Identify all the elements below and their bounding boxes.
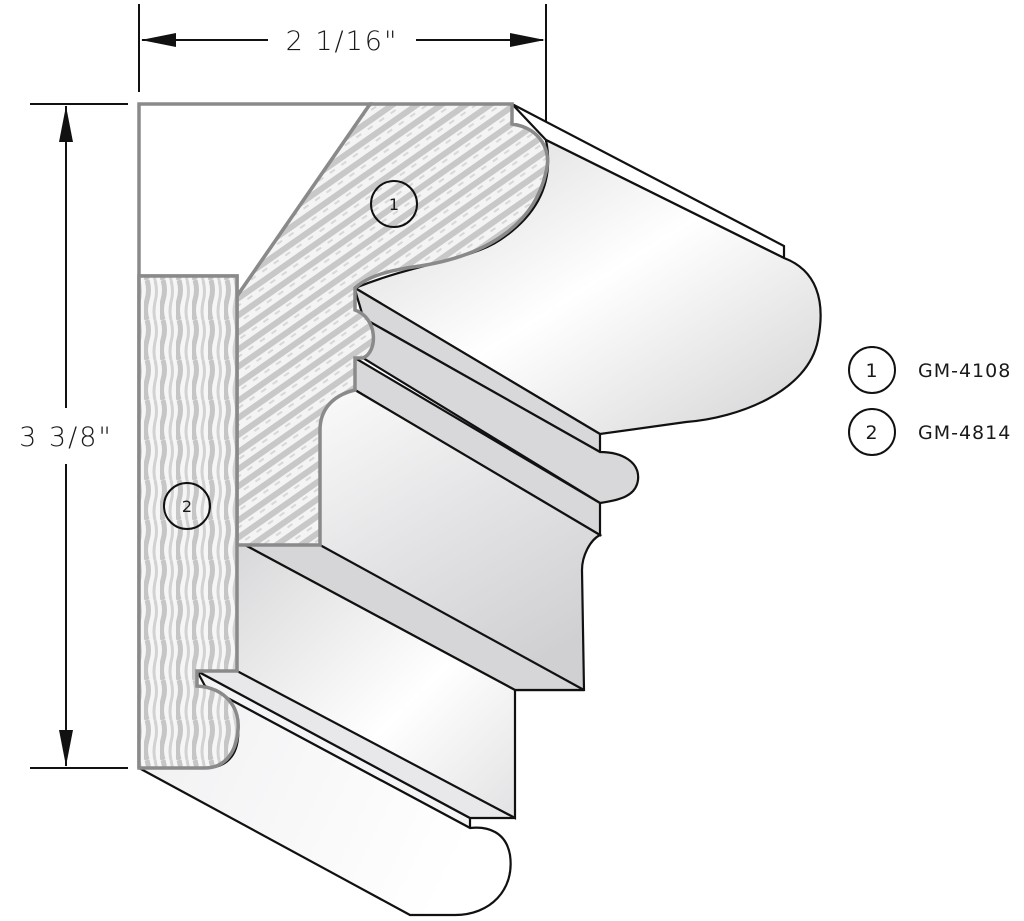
- callout-2-circle: [163, 482, 211, 530]
- legend-item-1-number: 1: [865, 360, 878, 382]
- legend-item-2-label: GM-4814: [918, 422, 1011, 444]
- legend-item-2-number: 2: [865, 422, 878, 444]
- cove-face-upper: [352, 138, 822, 436]
- callout-2: 2: [163, 482, 211, 530]
- arrow-right-icon: [510, 33, 545, 47]
- legend-item-2: 2 GM-4814: [848, 408, 1011, 456]
- section-2-gm-4814: [137, 274, 240, 770]
- arrow-left-icon: [141, 33, 176, 47]
- height-dimension: 3 3/8": [19, 103, 128, 769]
- legend-item-1-label: GM-4108: [918, 360, 1011, 382]
- width-dimension: 2 1/16": [138, 4, 547, 142]
- section-1-gm-4108: [235, 102, 550, 547]
- callout-1-circle: [370, 180, 418, 228]
- parts-legend: 1 GM-4108 2 GM-4814: [848, 346, 1011, 456]
- legend-item-1-circle: [848, 346, 896, 394]
- legend-item-1: 1 GM-4108: [848, 346, 1011, 394]
- bullnose-face-lower: [138, 685, 512, 917]
- callout-1: 1: [370, 180, 418, 228]
- callout-2-number: 2: [182, 497, 192, 516]
- arrow-down-icon: [59, 730, 73, 766]
- molding-3d-faces: [138, 103, 822, 917]
- callout-1-number: 1: [389, 195, 399, 214]
- arrow-up-icon: [59, 106, 73, 142]
- width-dimension-label: 2 1/16": [286, 26, 399, 57]
- height-dimension-label: 3 3/8": [19, 422, 113, 453]
- legend-item-2-circle: [848, 408, 896, 456]
